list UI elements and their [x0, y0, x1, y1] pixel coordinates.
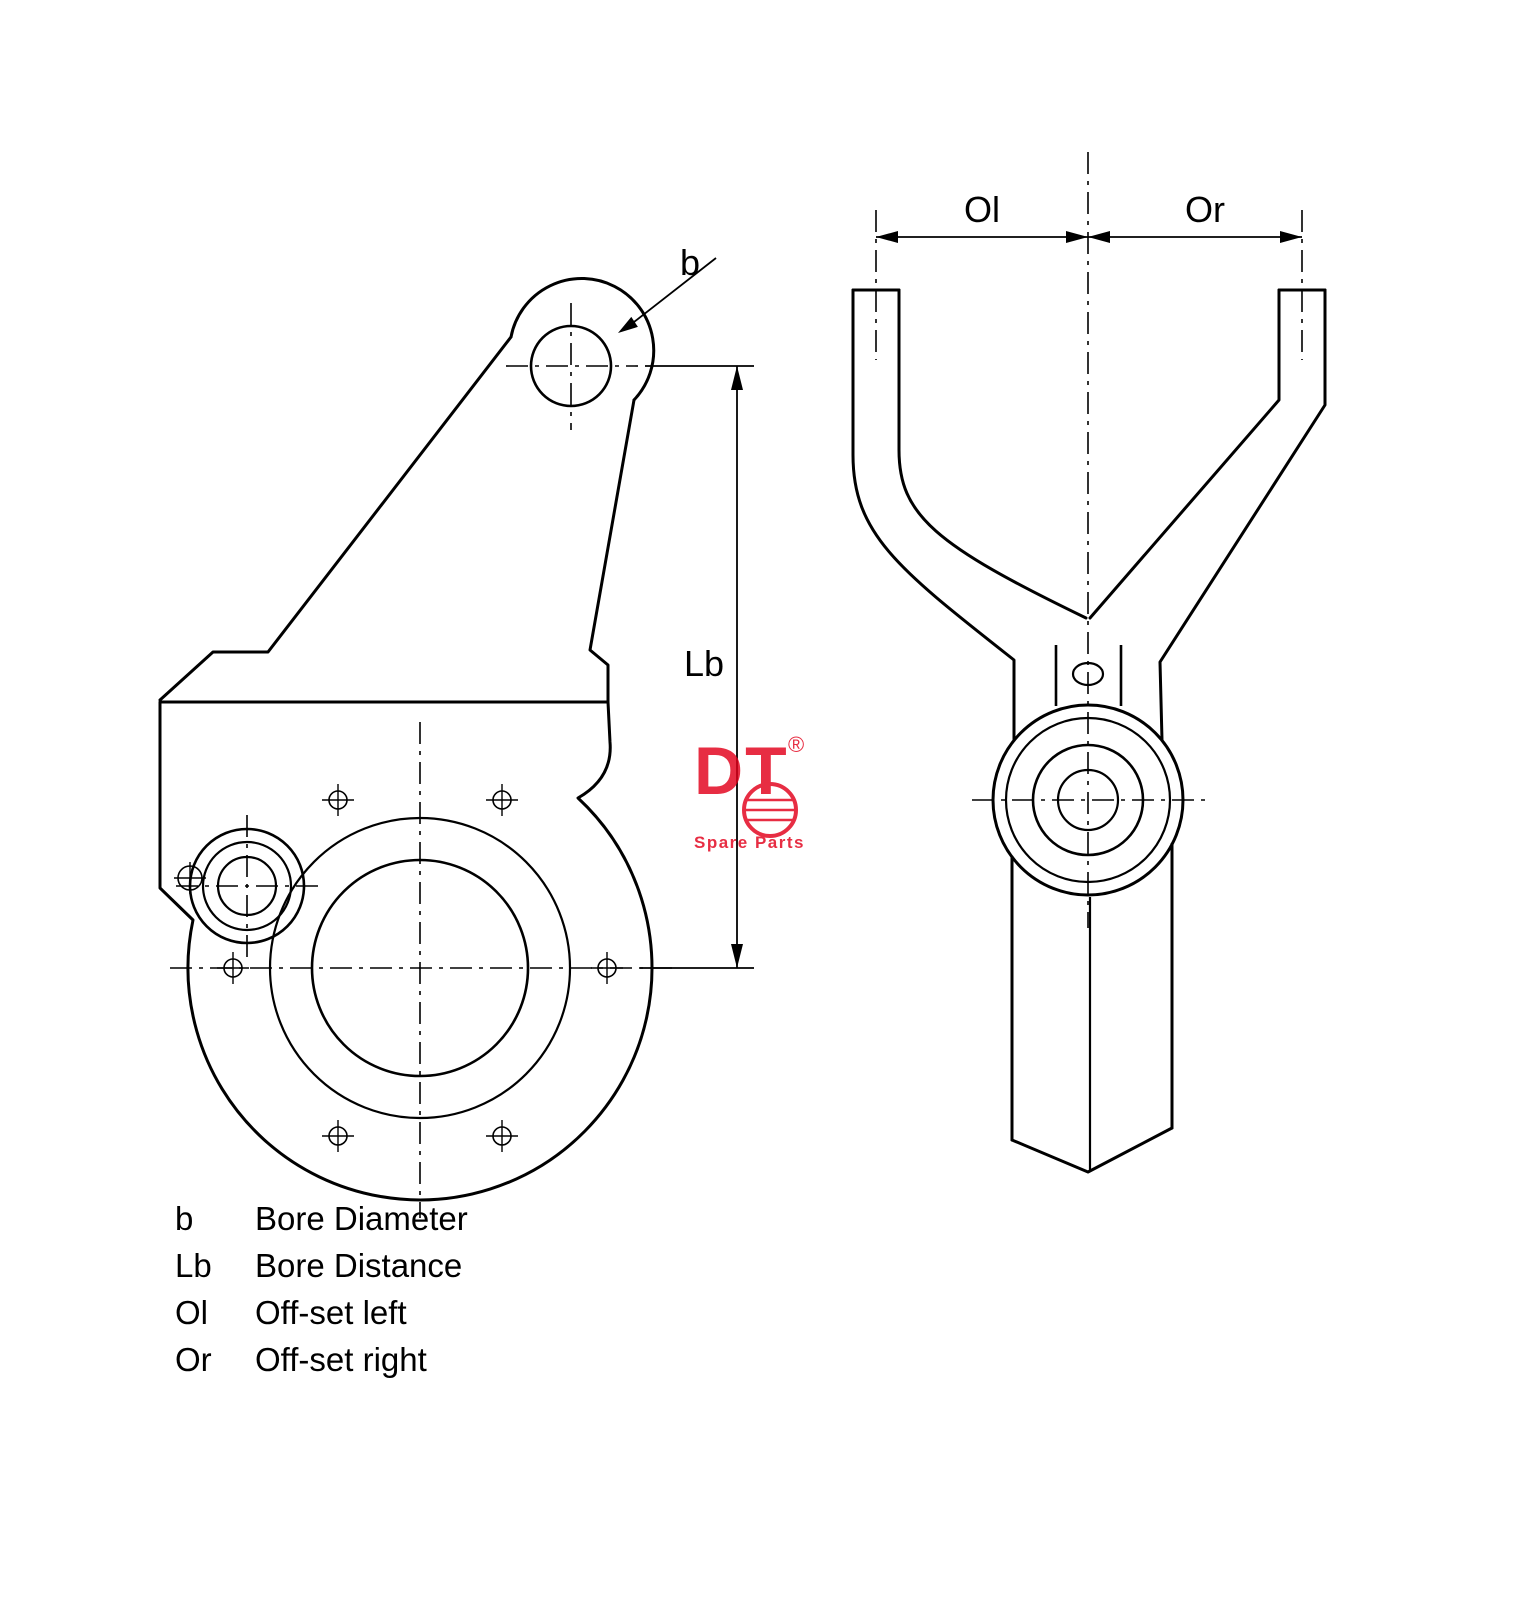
bore-hole: [529, 324, 613, 408]
front-view-drawing: Ol Or: [851, 152, 1327, 1174]
side-view-drawing: b Lb: [158, 242, 754, 1218]
dt-logo-registered: ®: [788, 732, 804, 757]
bolt-hole: [217, 952, 249, 984]
dt-logo-subtitle: Spare Parts: [694, 833, 805, 852]
bore-diameter-label: b: [680, 242, 700, 283]
dt-logo: DT ® Spare Parts: [694, 732, 805, 852]
bolt-hole: [591, 952, 623, 984]
legend: b Bore Diameter Lb Bore Distance Ol Off-…: [175, 1200, 468, 1378]
legend-row: Or Off-set right: [175, 1341, 427, 1378]
legend-row: b Bore Diameter: [175, 1200, 468, 1237]
gear-housing: [158, 700, 672, 1218]
dim-arrowhead-down: [731, 944, 743, 968]
bolt-hole: [322, 1120, 354, 1152]
lever-arm: [158, 276, 656, 704]
legend-row: Lb Bore Distance: [175, 1247, 462, 1284]
hex-body: [1010, 842, 1174, 1174]
bore-distance-dimension: Lb: [640, 365, 754, 969]
globe-icon: [742, 782, 798, 838]
legend-description: Bore Distance: [255, 1247, 462, 1284]
legend-description: Bore Diameter: [255, 1200, 468, 1237]
offset-right-label: Or: [1185, 189, 1225, 230]
bolt-holes: [217, 784, 623, 1152]
legend-key: Lb: [175, 1247, 212, 1284]
leader-arrowhead: [618, 316, 638, 333]
adjuster-screw: [174, 862, 206, 894]
clevis-fork: [851, 288, 1327, 742]
bolt-hole: [486, 1120, 518, 1152]
adjuster-boss: [174, 815, 322, 958]
legend-row: Ol Off-set left: [175, 1294, 407, 1331]
clamp-bracket: [1054, 645, 1123, 706]
spline-boss: [972, 703, 1205, 897]
legend-key: b: [175, 1200, 193, 1237]
dt-logo-brand: DT: [694, 733, 789, 809]
bore-distance-label: Lb: [684, 643, 724, 684]
offset-dimension: Ol Or: [875, 189, 1303, 360]
legend-description: Off-set left: [255, 1294, 407, 1331]
offset-left-label: Ol: [964, 189, 1000, 230]
legend-key: Or: [175, 1341, 212, 1378]
bore-leader: b: [618, 242, 717, 333]
dim-arrowhead-up: [731, 366, 743, 390]
bolt-hole: [322, 784, 354, 816]
legend-description: Off-set right: [255, 1341, 427, 1378]
clamp-hole: [1071, 661, 1105, 687]
bolt-hole: [486, 784, 518, 816]
legend-key: Ol: [175, 1294, 208, 1331]
